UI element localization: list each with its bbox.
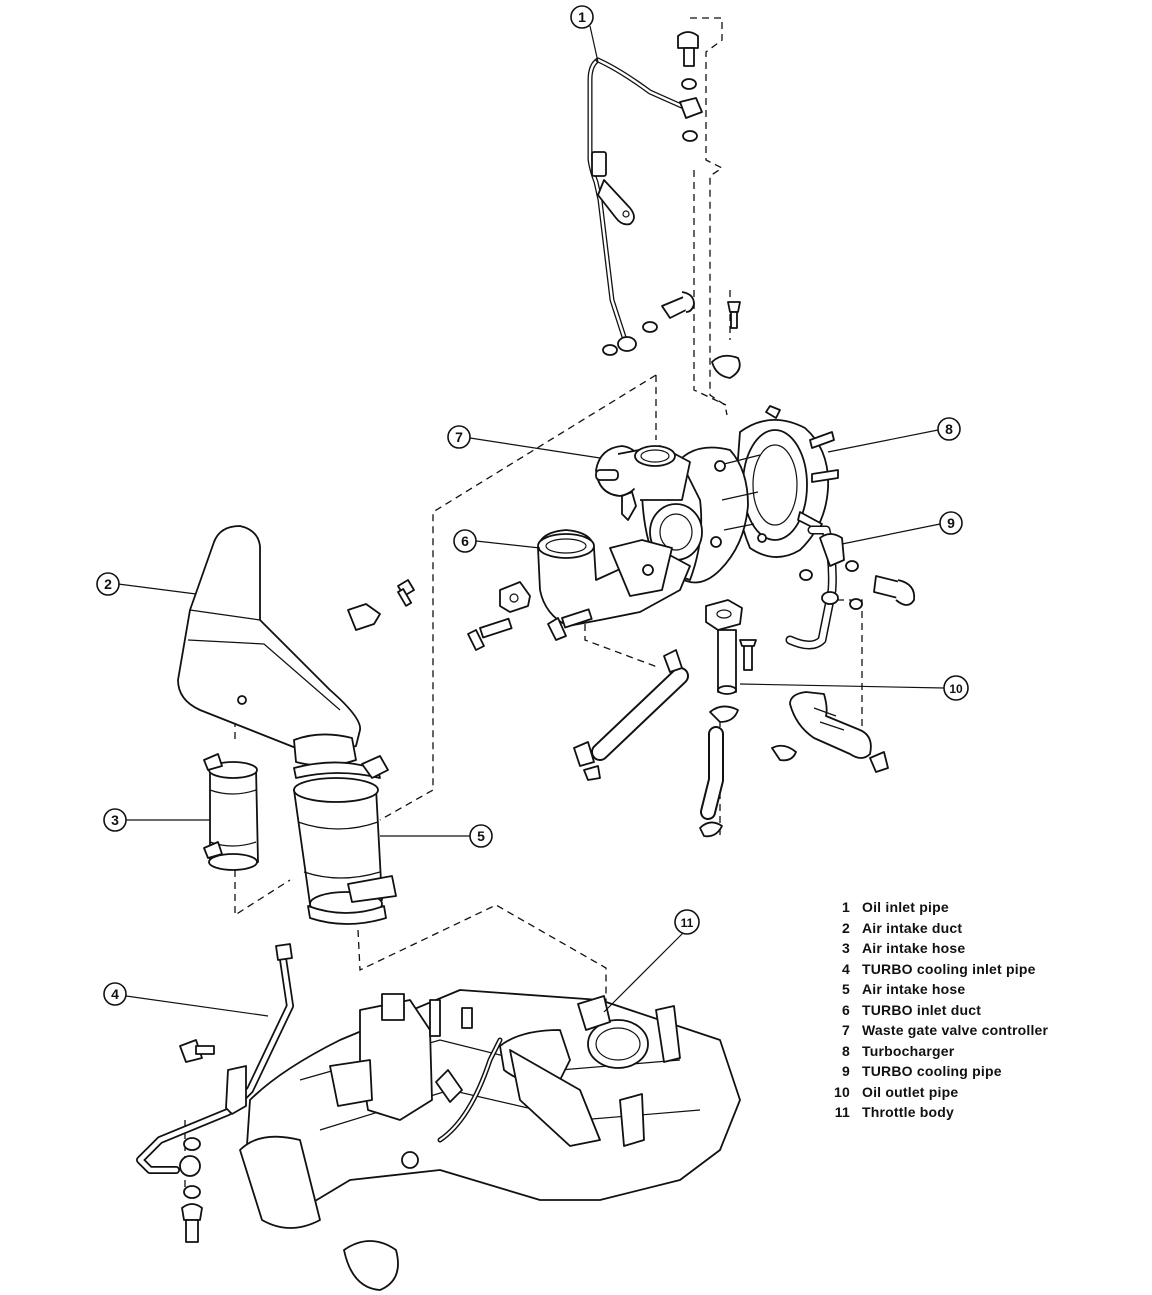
oil-inlet-pipe	[587, 31, 741, 379]
callout-11: 11	[674, 909, 700, 935]
legend-item: 10 Oil outlet pipe	[832, 1082, 1132, 1103]
leader-lines	[117, 25, 945, 1017]
callout-9: 9	[939, 511, 963, 535]
callout-1: 1	[570, 5, 594, 29]
legend-label: Air intake hose	[862, 981, 966, 998]
legend-number: 11	[834, 1104, 850, 1121]
air-intake-hose-small	[203, 753, 259, 871]
callout-8: 8	[937, 417, 961, 441]
turbo-inlet-duct	[467, 529, 691, 651]
legend-label: Oil outlet pipe	[862, 1083, 959, 1100]
svg-text:8: 8	[945, 421, 953, 437]
svg-text:10: 10	[949, 682, 963, 696]
callout-markers: 1 2 3 4 5 6 7 8	[96, 5, 969, 1006]
legend-label: Air intake duct	[862, 919, 963, 936]
legend-number: 3	[842, 940, 850, 957]
svg-text:11: 11	[681, 916, 694, 930]
legend-item: 3 Air intake hose	[832, 938, 1132, 959]
legend-item: 9 TURBO cooling pipe	[832, 1061, 1132, 1082]
callout-3: 3	[103, 808, 127, 832]
svg-text:4: 4	[111, 986, 119, 1002]
turbo-cooling-inlet-pipe	[136, 943, 294, 1243]
callout-10: 10	[943, 675, 969, 701]
legend-number: 6	[842, 1001, 850, 1018]
air-intake-duct	[177, 525, 361, 767]
legend-label: TURBO cooling inlet pipe	[862, 960, 1036, 977]
legend-number: 1	[842, 899, 850, 916]
legend-label: Turbocharger	[862, 1042, 955, 1059]
legend-item: 5 Air intake hose	[832, 979, 1132, 1000]
oil-outlet-pipe	[699, 599, 757, 838]
svg-text:5: 5	[477, 828, 485, 844]
legend-item: 7 Waste gate valve controller	[832, 1020, 1132, 1041]
svg-text:3: 3	[111, 812, 119, 828]
callout-2: 2	[96, 572, 120, 596]
callout-7: 7	[447, 425, 471, 449]
legend-number: 8	[842, 1042, 850, 1059]
legend-label: Throttle body	[862, 1104, 955, 1121]
duct-bracket-clip	[347, 579, 415, 631]
legend-number: 2	[842, 919, 850, 936]
legend-label: Air intake hose	[862, 940, 966, 957]
callout-6: 6	[453, 529, 477, 553]
legend-item: 4 TURBO cooling inlet pipe	[832, 959, 1132, 980]
air-intake-hose-large	[293, 755, 397, 925]
callout-4: 4	[103, 982, 127, 1006]
legend-item: 11 Throttle body	[832, 1102, 1132, 1123]
turbo-coolant-hose	[573, 649, 689, 781]
legend-label: TURBO cooling pipe	[862, 1063, 1002, 1080]
turbocharger	[640, 405, 839, 584]
legend-label: Oil inlet pipe	[862, 899, 949, 916]
svg-text:6: 6	[461, 533, 469, 549]
throttle-body	[329, 993, 681, 1169]
svg-text:7: 7	[455, 429, 463, 445]
turbo-cooling-pipe	[785, 525, 916, 650]
legend-item: 1 Oil inlet pipe	[832, 897, 1132, 918]
svg-text:2: 2	[104, 576, 112, 592]
turbo-l-hose	[771, 691, 889, 773]
legend-label: TURBO inlet duct	[862, 1001, 982, 1018]
legend-number: 7	[842, 1022, 850, 1039]
callout-5: 5	[469, 824, 493, 848]
legend-number: 4	[842, 960, 850, 977]
waste-gate-valve-controller	[595, 445, 691, 521]
legend-item: 6 TURBO inlet duct	[832, 1000, 1132, 1021]
legend-number: 10	[834, 1083, 850, 1100]
svg-text:9: 9	[947, 515, 955, 531]
svg-text:1: 1	[578, 9, 586, 25]
legend-item: 2 Air intake duct	[832, 918, 1132, 939]
legend-number: 9	[842, 1063, 850, 1080]
legend-label: Waste gate valve controller	[862, 1022, 1049, 1039]
legend-item: 8 Turbocharger	[832, 1041, 1132, 1062]
legend-number: 5	[842, 981, 850, 998]
